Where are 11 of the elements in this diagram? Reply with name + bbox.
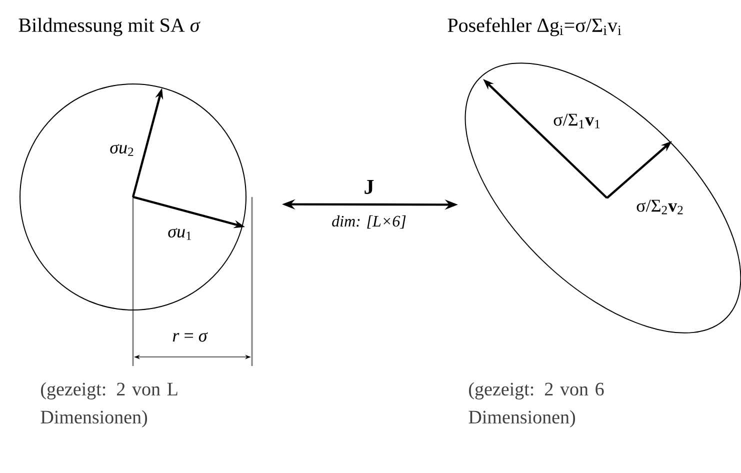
node-label: (gezeigt: 2 von 6 Dimensionen): [468, 382, 604, 428]
node-label: (gezeigt: 2 von L Dimensionen): [40, 382, 178, 428]
vector-label: σu$_{2}$: [110, 144, 134, 156]
heading: Posefehler Δg$_{i}$=σ/Σ$_{i}$v$_{i}$: [448, 18, 622, 36]
vector-label: dim: [L×6]: [332, 215, 406, 229]
vector-label: r = σ: [172, 332, 208, 342]
vector-label: σ/Σ$_{1}$v$_{1}$: [554, 114, 600, 128]
vector-label: σu$_{1}$: [168, 228, 192, 240]
heading: Bildmessung mit SA σ: [18, 18, 200, 36]
edge-label: J: [364, 180, 374, 194]
vector-label: σ/Σ$_{2}$v$_{2}$: [636, 200, 683, 214]
